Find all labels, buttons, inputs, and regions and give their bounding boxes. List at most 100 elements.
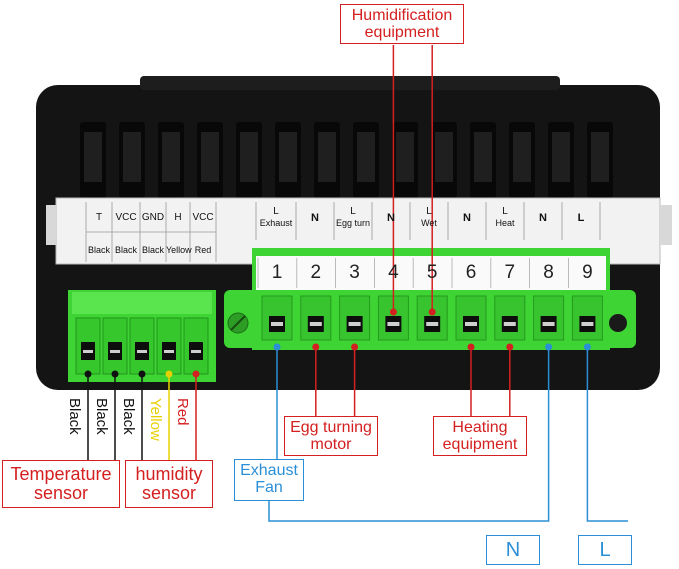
humidification-text: Humidification equipment: [351, 7, 453, 41]
terminal-number: 8: [543, 262, 554, 283]
fin-inner: [591, 132, 609, 182]
left-header-top: VCC: [192, 212, 214, 223]
terminal-contact: [503, 322, 516, 326]
live-text: L: [599, 539, 611, 561]
temperature-sensor-text: Temperature sensor: [10, 464, 112, 503]
fin-inner: [162, 132, 180, 182]
header-grid: [85, 202, 601, 262]
wire-dot: [389, 308, 397, 316]
fin-inner: [435, 132, 453, 182]
mount-hole-right: [609, 314, 627, 332]
fin-inner: [84, 132, 102, 182]
terminal-contact: [426, 322, 439, 326]
wire-dot: [312, 343, 320, 351]
humidity-sensor-text: humidity sensor: [135, 464, 203, 503]
left-header-top: H: [174, 212, 182, 223]
terminal-number: 7: [504, 262, 516, 283]
wire-dot: [165, 370, 173, 378]
exhaust-fan-label: Exhaust Fan: [234, 459, 304, 501]
sensor-contact: [137, 350, 147, 353]
terminal-contact: [465, 322, 477, 326]
wire-dot: [273, 343, 281, 351]
terminal-number: 3: [349, 262, 360, 283]
right-header-top: L: [273, 206, 279, 217]
wire-dot: [138, 370, 146, 378]
fin-inner: [240, 132, 258, 182]
fin-inner: [552, 132, 570, 182]
terminal-contact: [387, 322, 400, 326]
left-header-bottom: Black: [141, 245, 164, 255]
terminal-cells: [257, 258, 603, 341]
right-header-top: L: [426, 206, 432, 217]
cooling-fins: [80, 122, 613, 198]
fin-inner: [474, 132, 492, 182]
terminal-number: 1: [271, 262, 283, 283]
terminal-number: 5: [426, 262, 438, 283]
terminal-contact: [348, 322, 361, 326]
right-header-top: L: [350, 206, 356, 217]
heating-label: Heating equipment: [433, 416, 527, 456]
wire-label: Black: [66, 398, 83, 435]
left-header-bottom: Black: [87, 245, 110, 255]
left-header-top: GND: [141, 212, 165, 223]
left-header-bottom: Yellow: [166, 245, 192, 255]
neutral-label: N: [486, 535, 540, 565]
fin-inner: [279, 132, 297, 182]
live-label: L: [578, 535, 632, 565]
fin-inner: [201, 132, 219, 182]
neutral-wire: [268, 347, 550, 522]
terminal-number: 9: [582, 262, 593, 283]
right-header-top: N: [539, 212, 547, 224]
right-header-top: N: [311, 212, 319, 224]
mount-screw-left-slot: [230, 315, 246, 331]
terminal-contact: [271, 322, 283, 326]
left-header-top: T: [95, 212, 103, 223]
sensor-contact: [110, 350, 120, 353]
terminal-contact: [581, 322, 594, 326]
right-header-top: N: [463, 212, 471, 224]
wire-label: Black: [120, 398, 137, 435]
live-wire: [586, 347, 628, 522]
wire-dot: [351, 343, 359, 351]
humidity-sensor-label: humidity sensor: [125, 460, 213, 508]
sensor-contact: [191, 350, 201, 353]
left-header-top: VCC: [115, 212, 137, 223]
housing-left-tab: [46, 205, 56, 245]
left-header-bottom: Black: [114, 245, 137, 255]
housing-top-ridge: [140, 76, 560, 90]
exhaust-fan-text: Exhaust Fan: [240, 462, 298, 496]
heating-text: Heating equipment: [442, 419, 518, 453]
right-header-top: L: [502, 206, 508, 217]
fin-inner: [318, 132, 336, 182]
number-strip: [256, 256, 606, 290]
egg-turning-text: Egg turning motor: [290, 419, 372, 453]
neutral-text: N: [505, 539, 521, 561]
wire-dot: [506, 343, 514, 351]
humidification-label: Humidification equipment: [340, 4, 464, 44]
terminal-number: 6: [465, 262, 477, 283]
sensor-contact: [83, 350, 93, 353]
wire-dot: [467, 343, 475, 351]
wires: [84, 45, 628, 522]
right-header-bottom: Egg turn: [335, 218, 371, 228]
right-header-bottom: Exhaust: [259, 218, 293, 228]
wire-dot: [428, 308, 436, 316]
sensor-terminal-top: [72, 292, 212, 314]
fin-inner: [357, 132, 375, 182]
terminal-number: 4: [388, 262, 399, 283]
right-header-top: N: [387, 212, 395, 224]
sensor-terminal-cells: [75, 317, 209, 375]
right-header-bottom: Heat: [495, 218, 515, 228]
temperature-sensor-label: Temperature sensor: [2, 460, 120, 508]
wire-label: Black: [93, 398, 110, 435]
wire-dot: [545, 343, 553, 351]
egg-turning-label: Egg turning motor: [284, 416, 378, 456]
right-header-top: L: [577, 212, 585, 224]
sensor-contact: [164, 350, 174, 353]
terminal-contact: [542, 322, 555, 326]
housing-side-tab: [660, 205, 672, 245]
wire-dot: [583, 343, 591, 351]
fin-inner: [396, 132, 414, 182]
terminal-contact: [309, 322, 322, 326]
